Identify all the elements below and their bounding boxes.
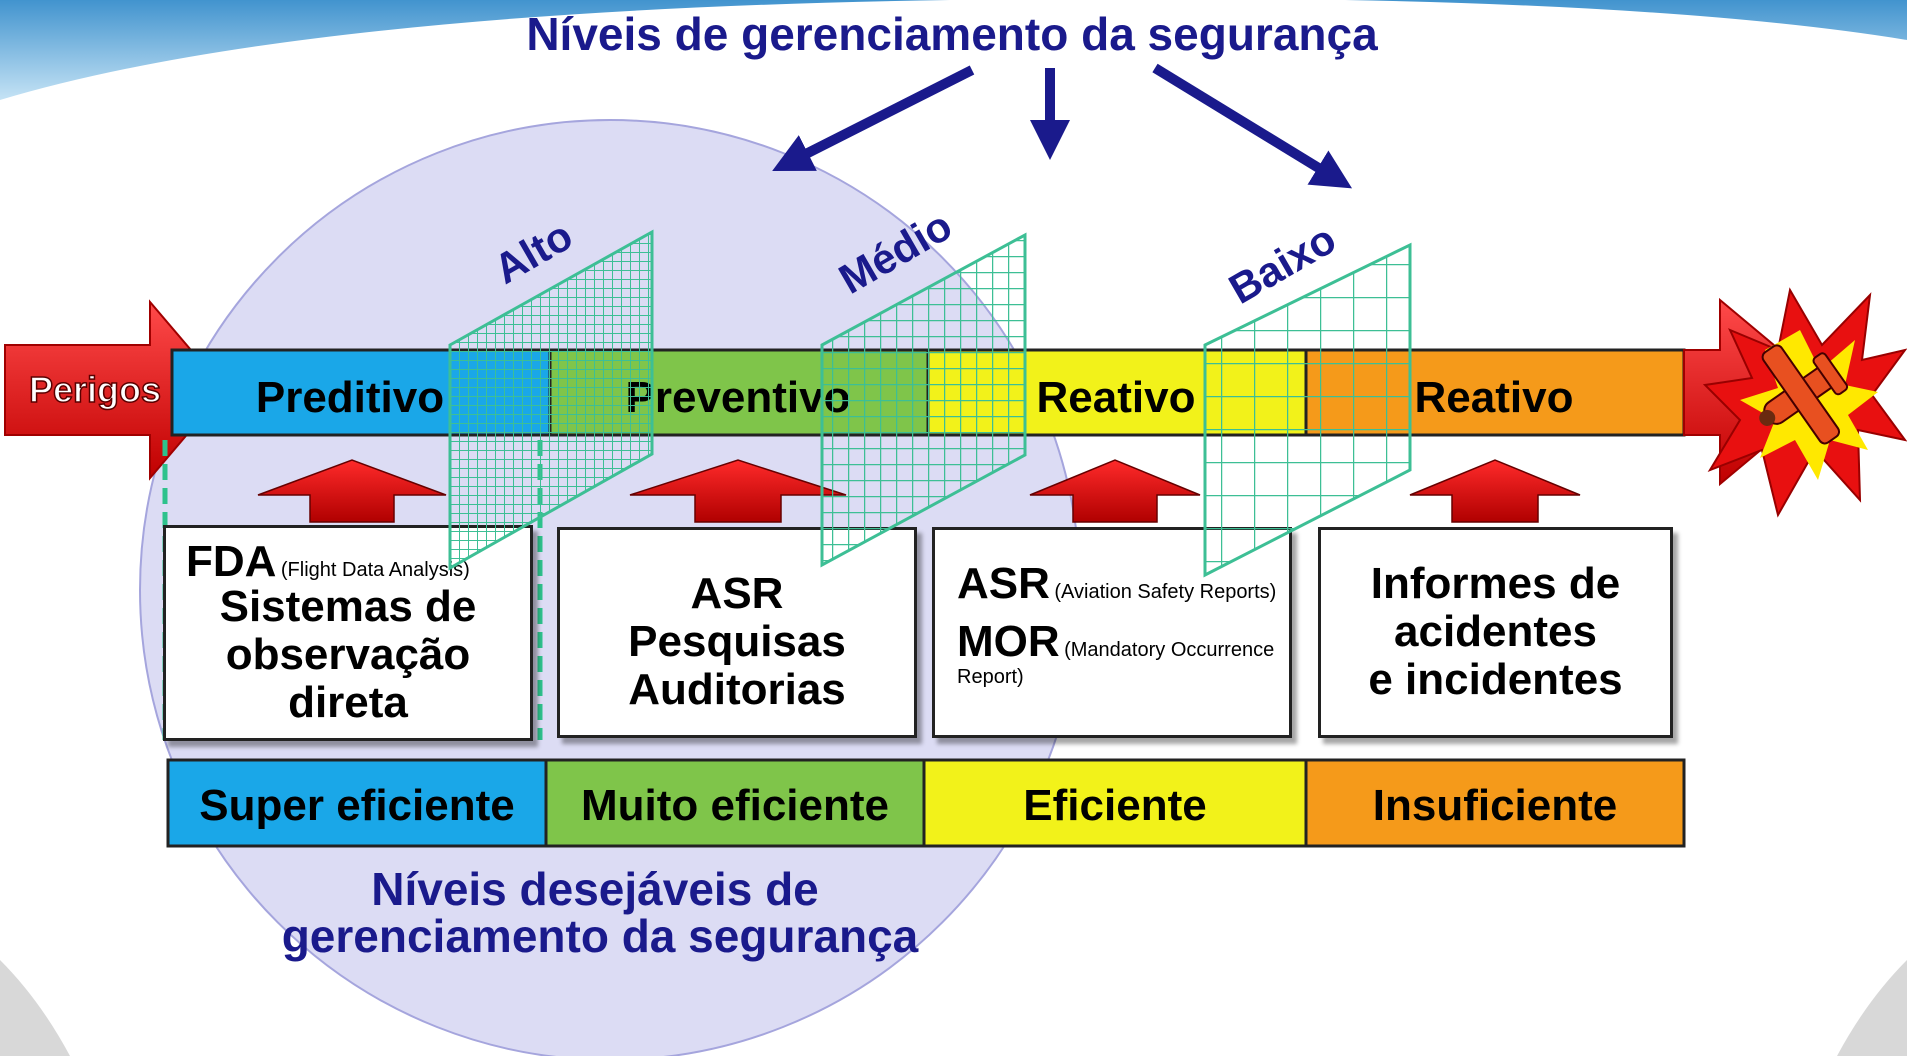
arrow-to-alto bbox=[772, 65, 975, 172]
category-label-preditivo: Preditivo bbox=[256, 373, 444, 422]
accidents-line2: acidentes bbox=[1394, 607, 1597, 656]
preventive-line1: ASR bbox=[690, 569, 784, 618]
fda-acronym: FDA bbox=[186, 537, 277, 586]
efficiency-insuficiente-bg bbox=[1304, 758, 1686, 848]
content-box-accidents: Informes de acidentes e incidentes bbox=[1318, 527, 1673, 738]
header-band bbox=[0, 0, 1907, 100]
category-label-preventivo: Preventivo bbox=[626, 373, 851, 422]
content-box-predictive: FDA (Flight Data Analysis) Sistemas de o… bbox=[163, 525, 533, 741]
desired-caption-line2: gerenciamento da segurança bbox=[282, 910, 919, 962]
asr-acronym: ASR bbox=[957, 559, 1050, 608]
efficiency-label-insuficiente: Insuficiente bbox=[1373, 781, 1618, 830]
efficiency-label-muito: Muito eficiente bbox=[581, 781, 889, 830]
arrow-to-baixo bbox=[1152, 63, 1353, 189]
efficiency-label-super: Super eficiente bbox=[199, 781, 514, 830]
accidents-line3: e incidentes bbox=[1368, 655, 1623, 704]
up-arrow-4 bbox=[1409, 459, 1581, 523]
corner-decor bbox=[0, 960, 70, 1056]
efficiency-bar: Super eficiente Muito eficiente Eficient… bbox=[166, 758, 1686, 848]
fda-note: (Flight Data Analysis) bbox=[280, 559, 470, 581]
corner-decor bbox=[1837, 960, 1907, 1056]
diagram-title: Níveis de gerenciamento da segurança bbox=[526, 8, 1378, 60]
mor-acronym: MOR bbox=[957, 617, 1060, 666]
up-arrow-1 bbox=[257, 459, 447, 523]
efficiency-label-eficiente: Eficiente bbox=[1023, 781, 1206, 830]
predictive-line1: Sistemas de bbox=[219, 582, 477, 631]
mor-note-cont: Report) bbox=[957, 666, 1024, 688]
mor-note: (Mandatory Occurrence bbox=[1064, 639, 1275, 661]
grid-filter-medio bbox=[820, 232, 1027, 568]
hazards-label: Perigos bbox=[29, 369, 161, 410]
efficiency-eficiente-bg bbox=[922, 758, 1308, 848]
content-box-preventive: ASR Pesquisas Auditorias bbox=[557, 527, 917, 738]
up-arrow-3 bbox=[1029, 459, 1201, 523]
category-label-reativo-1: Reativo bbox=[1037, 373, 1196, 422]
predictive-line2: observação bbox=[225, 630, 471, 679]
category-label-reativo-2: Reativo bbox=[1415, 373, 1574, 422]
accidents-line1: Informes de bbox=[1370, 559, 1621, 608]
airplane-icon bbox=[1759, 344, 1849, 445]
desired-caption-line1: Níveis desejáveis de bbox=[371, 863, 819, 915]
preventive-line3: Auditorias bbox=[628, 665, 846, 714]
grid-filter-alto bbox=[448, 229, 654, 571]
asr-note: (Aviation Safety Reports) bbox=[1054, 581, 1277, 603]
predictive-line3: direta bbox=[288, 678, 408, 727]
grid-filter-baixo bbox=[1203, 242, 1412, 578]
preventive-line2: Pesquisas bbox=[628, 617, 846, 666]
up-arrow-2 bbox=[629, 459, 847, 523]
